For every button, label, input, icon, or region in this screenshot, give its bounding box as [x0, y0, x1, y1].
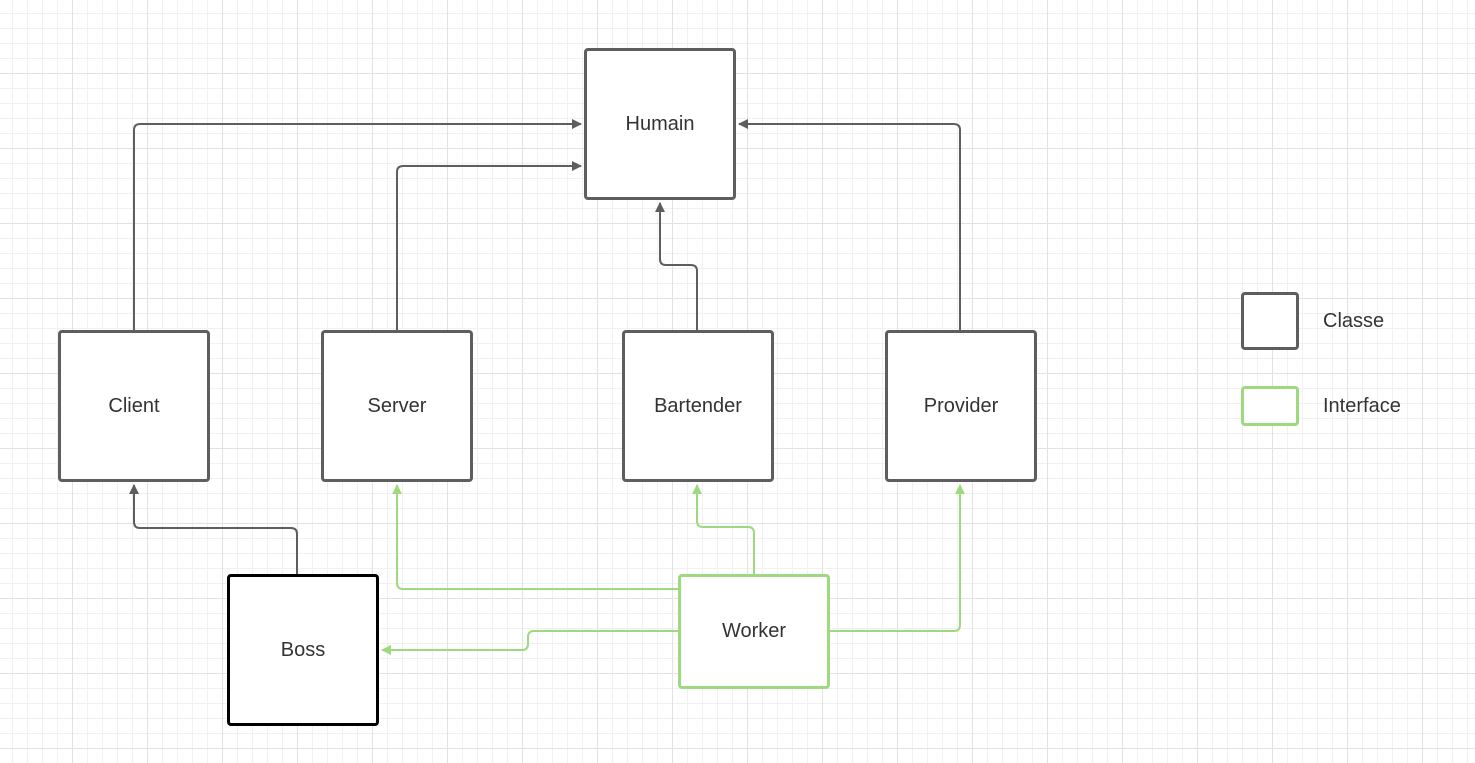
legend-class-label: Classe: [1323, 310, 1385, 332]
edge-worker-boss[interactable]: [381, 630, 679, 655]
edge-worker-server[interactable]: [392, 484, 679, 590]
node-boss[interactable]: Boss: [227, 574, 379, 726]
node-server-label: Server: [367, 394, 427, 417]
legend-interface-label: Interface: [1323, 395, 1401, 417]
legend-class-swatch: [1241, 292, 1299, 350]
edge-worker-provider[interactable]: [830, 484, 965, 632]
node-worker[interactable]: Worker: [678, 574, 830, 689]
legend-interface-swatch: [1241, 386, 1299, 426]
node-boss-label: Boss: [280, 638, 326, 661]
node-bartender[interactable]: Bartender: [622, 330, 774, 482]
node-server[interactable]: Server: [321, 330, 473, 482]
edge-bartender-humain[interactable]: [655, 202, 698, 330]
edge-boss-client[interactable]: [129, 484, 298, 575]
edge-provider-humain[interactable]: [738, 119, 961, 330]
node-client[interactable]: Client: [58, 330, 210, 482]
node-humain-label: Humain: [625, 112, 695, 135]
node-bartender-label: Bartender: [654, 394, 742, 417]
edge-client-humain[interactable]: [133, 119, 582, 330]
edge-worker-bartender[interactable]: [692, 484, 755, 575]
node-provider[interactable]: Provider: [885, 330, 1037, 482]
node-worker-label: Worker: [721, 620, 787, 642]
node-client-label: Client: [108, 394, 160, 417]
node-humain[interactable]: Humain: [584, 48, 736, 200]
node-provider-label: Provider: [923, 394, 999, 417]
edge-server-humain[interactable]: [396, 161, 582, 330]
